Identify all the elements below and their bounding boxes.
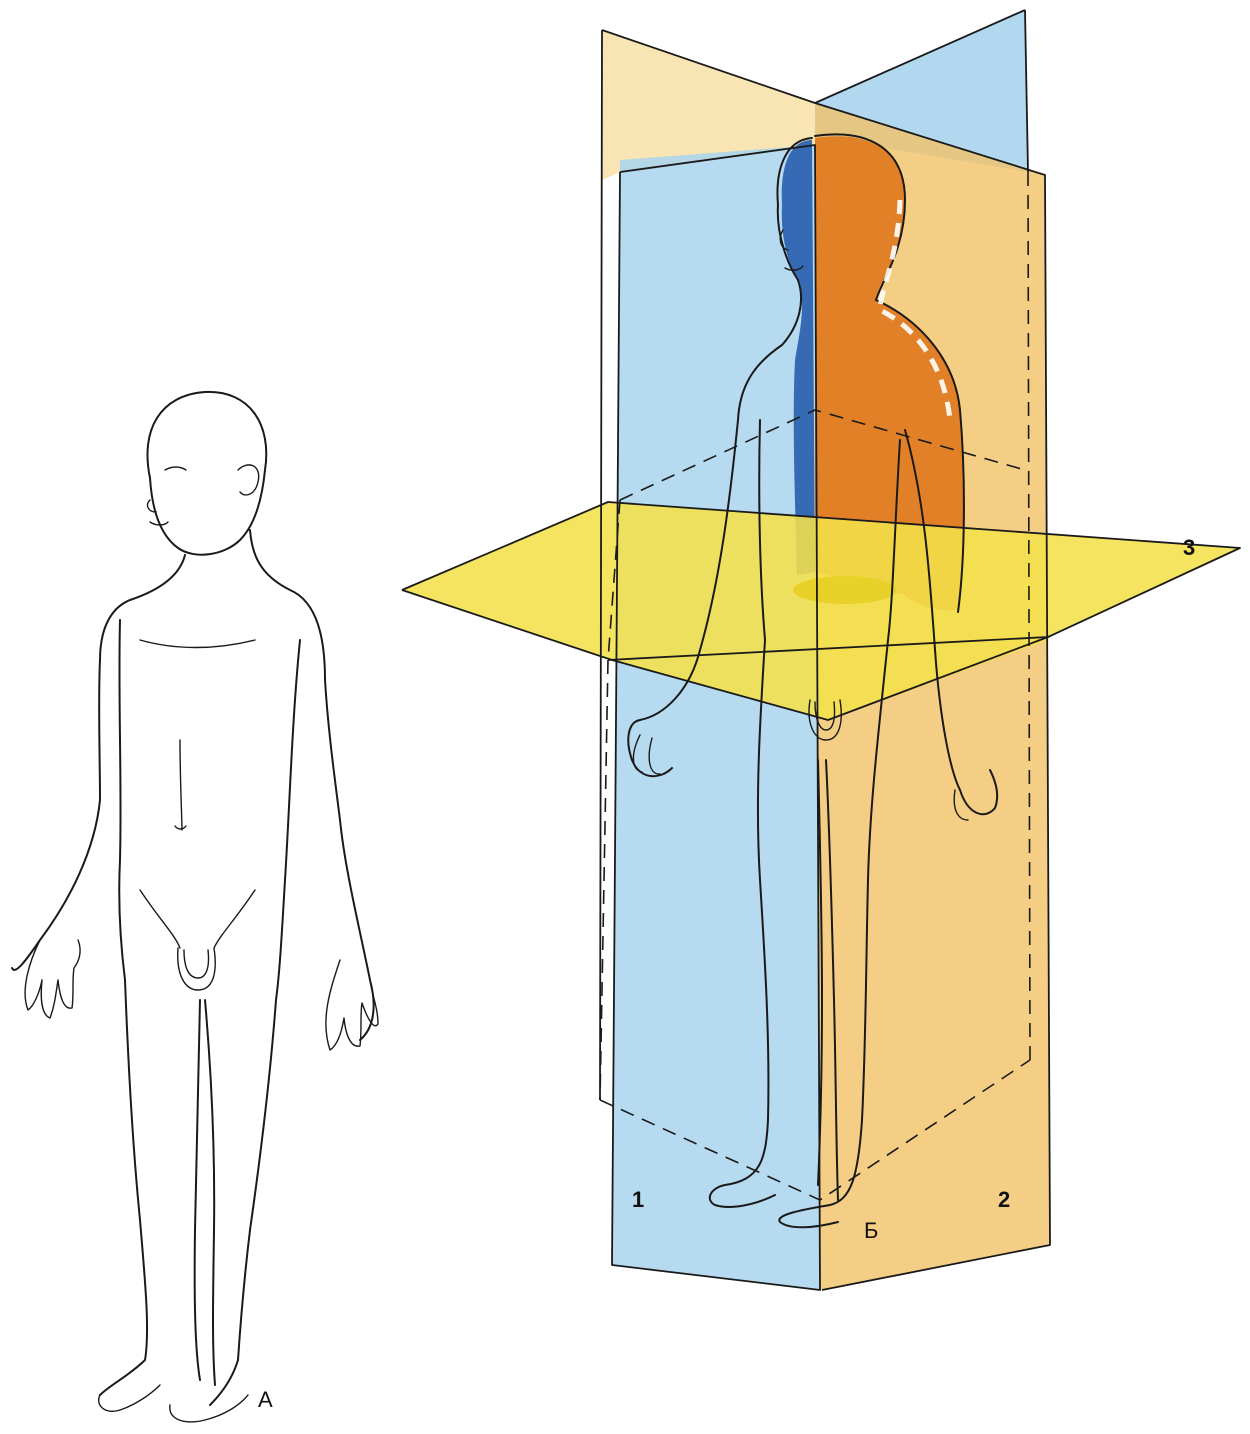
plane-3-label: 3	[1183, 535, 1195, 560]
frontal-plane-left-edge	[600, 30, 602, 1100]
figure-a-body-outline	[12, 392, 378, 1422]
figure-b-planes-group	[402, 10, 1240, 1290]
plane-2-label: 2	[998, 1187, 1010, 1212]
figure-b-label: Б	[864, 1218, 878, 1243]
sagittal-plane-front	[612, 145, 820, 1290]
horizontal-plane	[402, 502, 1240, 720]
figure-a-label: А	[258, 1387, 273, 1412]
horizontal-cut-section	[793, 576, 897, 604]
plane-1-label: 1	[632, 1187, 644, 1212]
